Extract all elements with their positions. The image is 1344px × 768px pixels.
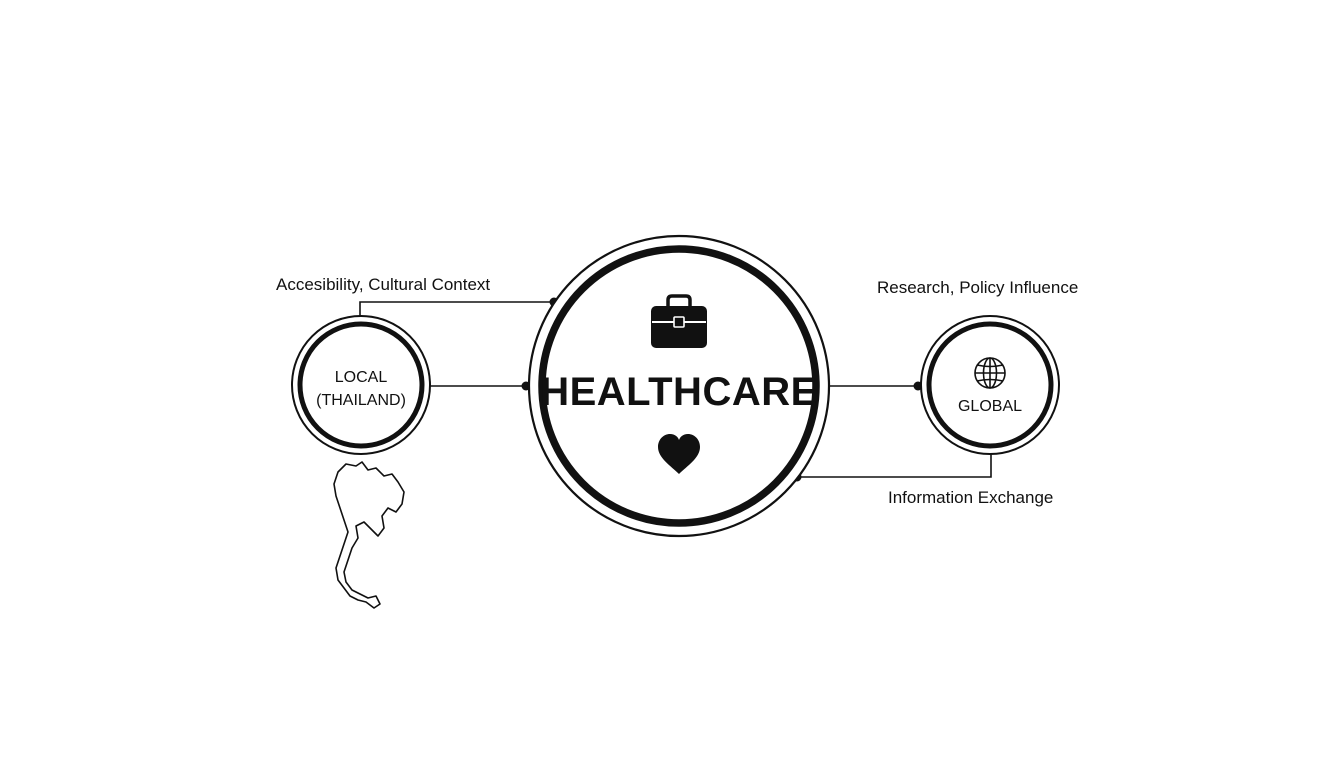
- global-node-label: GLOBAL: [958, 398, 1022, 415]
- briefcase-icon: [651, 294, 707, 348]
- global-link-annotation: Research, Policy Influence: [877, 278, 1078, 297]
- thailand-map-icon: [333, 461, 405, 609]
- global-node-inner-ring: [926, 321, 1054, 449]
- local-node-inner-ring: [297, 321, 425, 449]
- local-node: LOCAL (THAILAND): [291, 315, 431, 455]
- center-node: HEALTHCARE: [527, 234, 831, 538]
- connector-global-bottom: [797, 452, 992, 478]
- local-node-label-line1: LOCAL: [335, 369, 388, 386]
- local-link-annotation: Accesibility, Cultural Context: [276, 275, 490, 294]
- local-node-outer-ring: [291, 315, 431, 455]
- global-node: GLOBAL: [920, 315, 1060, 455]
- center-node-label: HEALTHCARE: [540, 370, 818, 414]
- connectors: [359, 301, 992, 478]
- exchange-link-annotation: Information Exchange: [888, 488, 1053, 507]
- local-node-label-line2: (THAILAND): [316, 392, 406, 409]
- heart-icon: [658, 434, 700, 474]
- center-node-inner-ring: [538, 245, 820, 527]
- center-node-outer-ring: [527, 234, 831, 538]
- connector-local-top: [359, 301, 554, 318]
- globe-icon: [974, 357, 1006, 389]
